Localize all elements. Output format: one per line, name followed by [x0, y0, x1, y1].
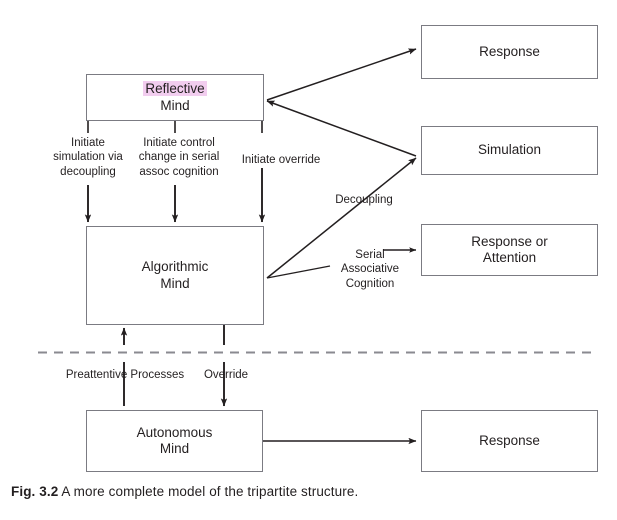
decoupling-connector [266, 157, 417, 279]
box-algorithmic-mind-label: Algorithmic Mind [141, 259, 209, 291]
figure-caption-number: Fig. 3.2 [11, 484, 59, 499]
edge-label-initiate-simulation: Initiate simulation via decoupling [53, 137, 123, 178]
reflective-diagonal-connectors [266, 48, 417, 157]
box-response-top-label: Response [479, 43, 540, 59]
box-response-top[interactable]: Response [421, 25, 598, 79]
reflective-highlight: Reflective [143, 81, 207, 97]
reflective-to-algorithmic-connectors [84, 120, 266, 223]
box-autonomous-mind[interactable]: Autonomous Mind [86, 410, 263, 472]
box-simulation-label: Simulation [477, 142, 542, 158]
figure-caption-text: A more complete model of the tripartite … [61, 484, 359, 499]
box-response-or-attention[interactable]: Response or Attention [421, 224, 598, 276]
reflective-mind-second-line: Mind [160, 97, 190, 113]
box-algorithmic-mind[interactable]: Algorithmic Mind [86, 226, 264, 325]
edge-label-override: Override [203, 369, 249, 381]
box-autonomous-mind-label: Autonomous Mind [136, 424, 213, 456]
edge-label-preattentive-processes: Preattentive Processes [65, 369, 185, 381]
box-response-or-attention-label: Response or Attention [471, 233, 548, 265]
box-simulation[interactable]: Simulation [421, 126, 598, 175]
serial-associative-connector [266, 247, 417, 279]
edge-label-decoupling: Decoupling [335, 194, 393, 206]
edge-label-serial-associative-cognition: Serial Associative Cognition [340, 249, 400, 290]
box-response-bottom-label: Response [479, 432, 540, 448]
autonomous-to-algorithmic-connectors [120, 325, 228, 407]
edge-label-initiate-control-change: Initiate control change in serial assoc … [138, 137, 220, 178]
edge-label-initiate-override: Initiate override [241, 154, 321, 166]
figure-caption: Fig. 3.2 A more complete model of the tr… [11, 484, 358, 499]
box-response-bottom[interactable]: Response [421, 410, 598, 472]
